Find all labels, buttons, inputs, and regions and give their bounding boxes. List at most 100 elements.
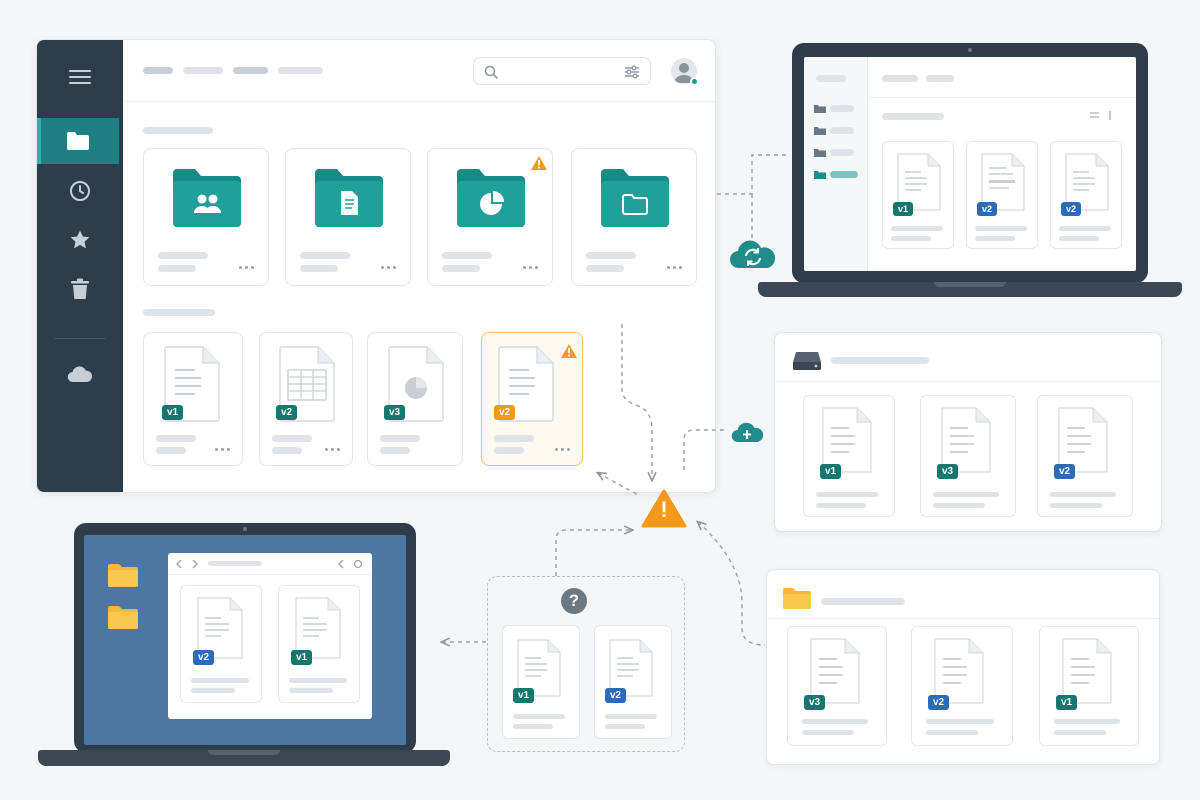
breadcrumb-segment[interactable] (143, 67, 173, 74)
document-icon (609, 639, 653, 697)
mini-breadcrumb (926, 75, 954, 82)
file-name (272, 435, 312, 442)
list-view-icon (1090, 111, 1111, 120)
sidebar-item-starred[interactable] (37, 217, 123, 263)
breadcrumb-segment[interactable] (233, 67, 268, 74)
file-meta (1054, 730, 1106, 735)
version-badge: v3 (804, 695, 826, 710)
file-name (605, 714, 657, 719)
laptop-notch (934, 282, 1006, 287)
file-card[interactable]: v2 (180, 585, 262, 703)
version-badge: v2 (193, 650, 215, 665)
mini-nav-item (830, 127, 854, 134)
sidebar-item-trash[interactable] (37, 266, 123, 312)
star-icon (70, 230, 90, 249)
shared-folder-icon (173, 169, 241, 227)
file-card[interactable]: v2 (259, 332, 353, 466)
file-meta (289, 688, 333, 693)
folder-meta (158, 265, 196, 272)
folder-icon (814, 127, 826, 135)
folder-card-documents[interactable] (285, 148, 411, 286)
folder-card-general[interactable] (571, 148, 697, 286)
file-card[interactable]: v3 (920, 395, 1016, 517)
avatar[interactable] (671, 58, 699, 86)
version-badge: v1 (291, 650, 313, 665)
explorer-toolbar (168, 553, 372, 575)
sidebar-item-files[interactable] (37, 118, 119, 164)
folder-name (586, 252, 636, 259)
file-card[interactable]: v2 (911, 626, 1013, 746)
file-name (380, 435, 420, 442)
more-options-icon[interactable] (215, 448, 230, 451)
version-badge: v1 (820, 464, 842, 479)
file-meta (156, 447, 186, 454)
version-badge: v1 (162, 405, 184, 420)
more-options-icon[interactable] (381, 266, 396, 269)
menu-icon (69, 70, 91, 84)
file-card-conflict[interactable]: v2 (481, 332, 583, 466)
folder-card-reports[interactable] (427, 148, 553, 286)
file-card[interactable]: v2 (1037, 395, 1133, 517)
file-meta (191, 688, 235, 693)
panel-divider (775, 381, 1161, 382)
mini-sidebar (804, 57, 868, 271)
folder-card-shared[interactable] (143, 148, 269, 286)
mini-nav-item (830, 105, 854, 112)
hard-drive-icon (793, 352, 821, 370)
file-card[interactable]: v1 (803, 395, 895, 517)
file-card[interactable]: v1 (502, 625, 580, 739)
panel-divider (767, 618, 1159, 619)
back-forward-icon[interactable] (176, 559, 198, 569)
version-badge: v2 (494, 405, 516, 420)
more-options-icon[interactable] (325, 448, 340, 451)
document-icon (1065, 153, 1109, 211)
document-icon (934, 638, 984, 704)
documents-folder-icon (315, 169, 383, 227)
file-card[interactable]: v1 (278, 585, 360, 703)
laptop-bottom-left: v2 v1 (74, 523, 416, 753)
file-card[interactable]: v2 (594, 625, 672, 739)
more-options-icon[interactable] (667, 266, 682, 269)
file-name (891, 226, 943, 231)
nav-refresh-icon[interactable] (338, 559, 364, 569)
laptop-base (38, 750, 450, 766)
file-card[interactable]: v1 (143, 332, 243, 466)
more-options-icon[interactable] (239, 266, 254, 269)
menu-button[interactable] (37, 54, 123, 100)
file-name (933, 492, 999, 497)
more-options-icon[interactable] (523, 266, 538, 269)
laptop-top-right: v1 v2 v2 (792, 43, 1148, 283)
search-input[interactable] (473, 57, 651, 85)
file-card[interactable]: v1 (882, 141, 954, 249)
filter-icon[interactable] (624, 64, 640, 80)
sidebar-item-cloud[interactable] (37, 351, 123, 397)
mini-breadcrumb (882, 75, 918, 82)
document-icon (941, 407, 991, 473)
file-meta (513, 724, 553, 729)
desktop-folder-icon[interactable] (108, 563, 138, 587)
desktop-folder-icon[interactable] (108, 605, 138, 629)
breadcrumb-segment[interactable] (183, 67, 223, 74)
document-icon (981, 153, 1025, 211)
sidebar-item-recent[interactable] (37, 168, 123, 214)
mini-heading (882, 113, 944, 120)
file-meta (816, 503, 866, 508)
file-meta (1050, 503, 1102, 508)
file-card[interactable]: v3 (367, 332, 463, 466)
file-card[interactable]: v3 (787, 626, 887, 746)
explorer-window: v2 v1 (168, 553, 372, 719)
warning-icon (561, 344, 577, 358)
laptop-screen: v1 v2 v2 (804, 57, 1136, 271)
breadcrumb-segment[interactable] (278, 67, 323, 74)
folder-icon (814, 149, 826, 157)
unresolved-files-group: ? v1 v2 (487, 576, 685, 752)
file-card[interactable]: v2 (966, 141, 1038, 249)
external-drive-panel: v1 v3 v2 (774, 332, 1162, 532)
version-badge: v2 (1054, 464, 1076, 479)
file-card[interactable]: v1 (1039, 626, 1139, 746)
search-icon (484, 65, 498, 79)
file-meta (933, 503, 985, 508)
more-options-icon[interactable] (555, 448, 570, 451)
folder-icon (67, 132, 89, 150)
file-card[interactable]: v2 (1050, 141, 1122, 249)
